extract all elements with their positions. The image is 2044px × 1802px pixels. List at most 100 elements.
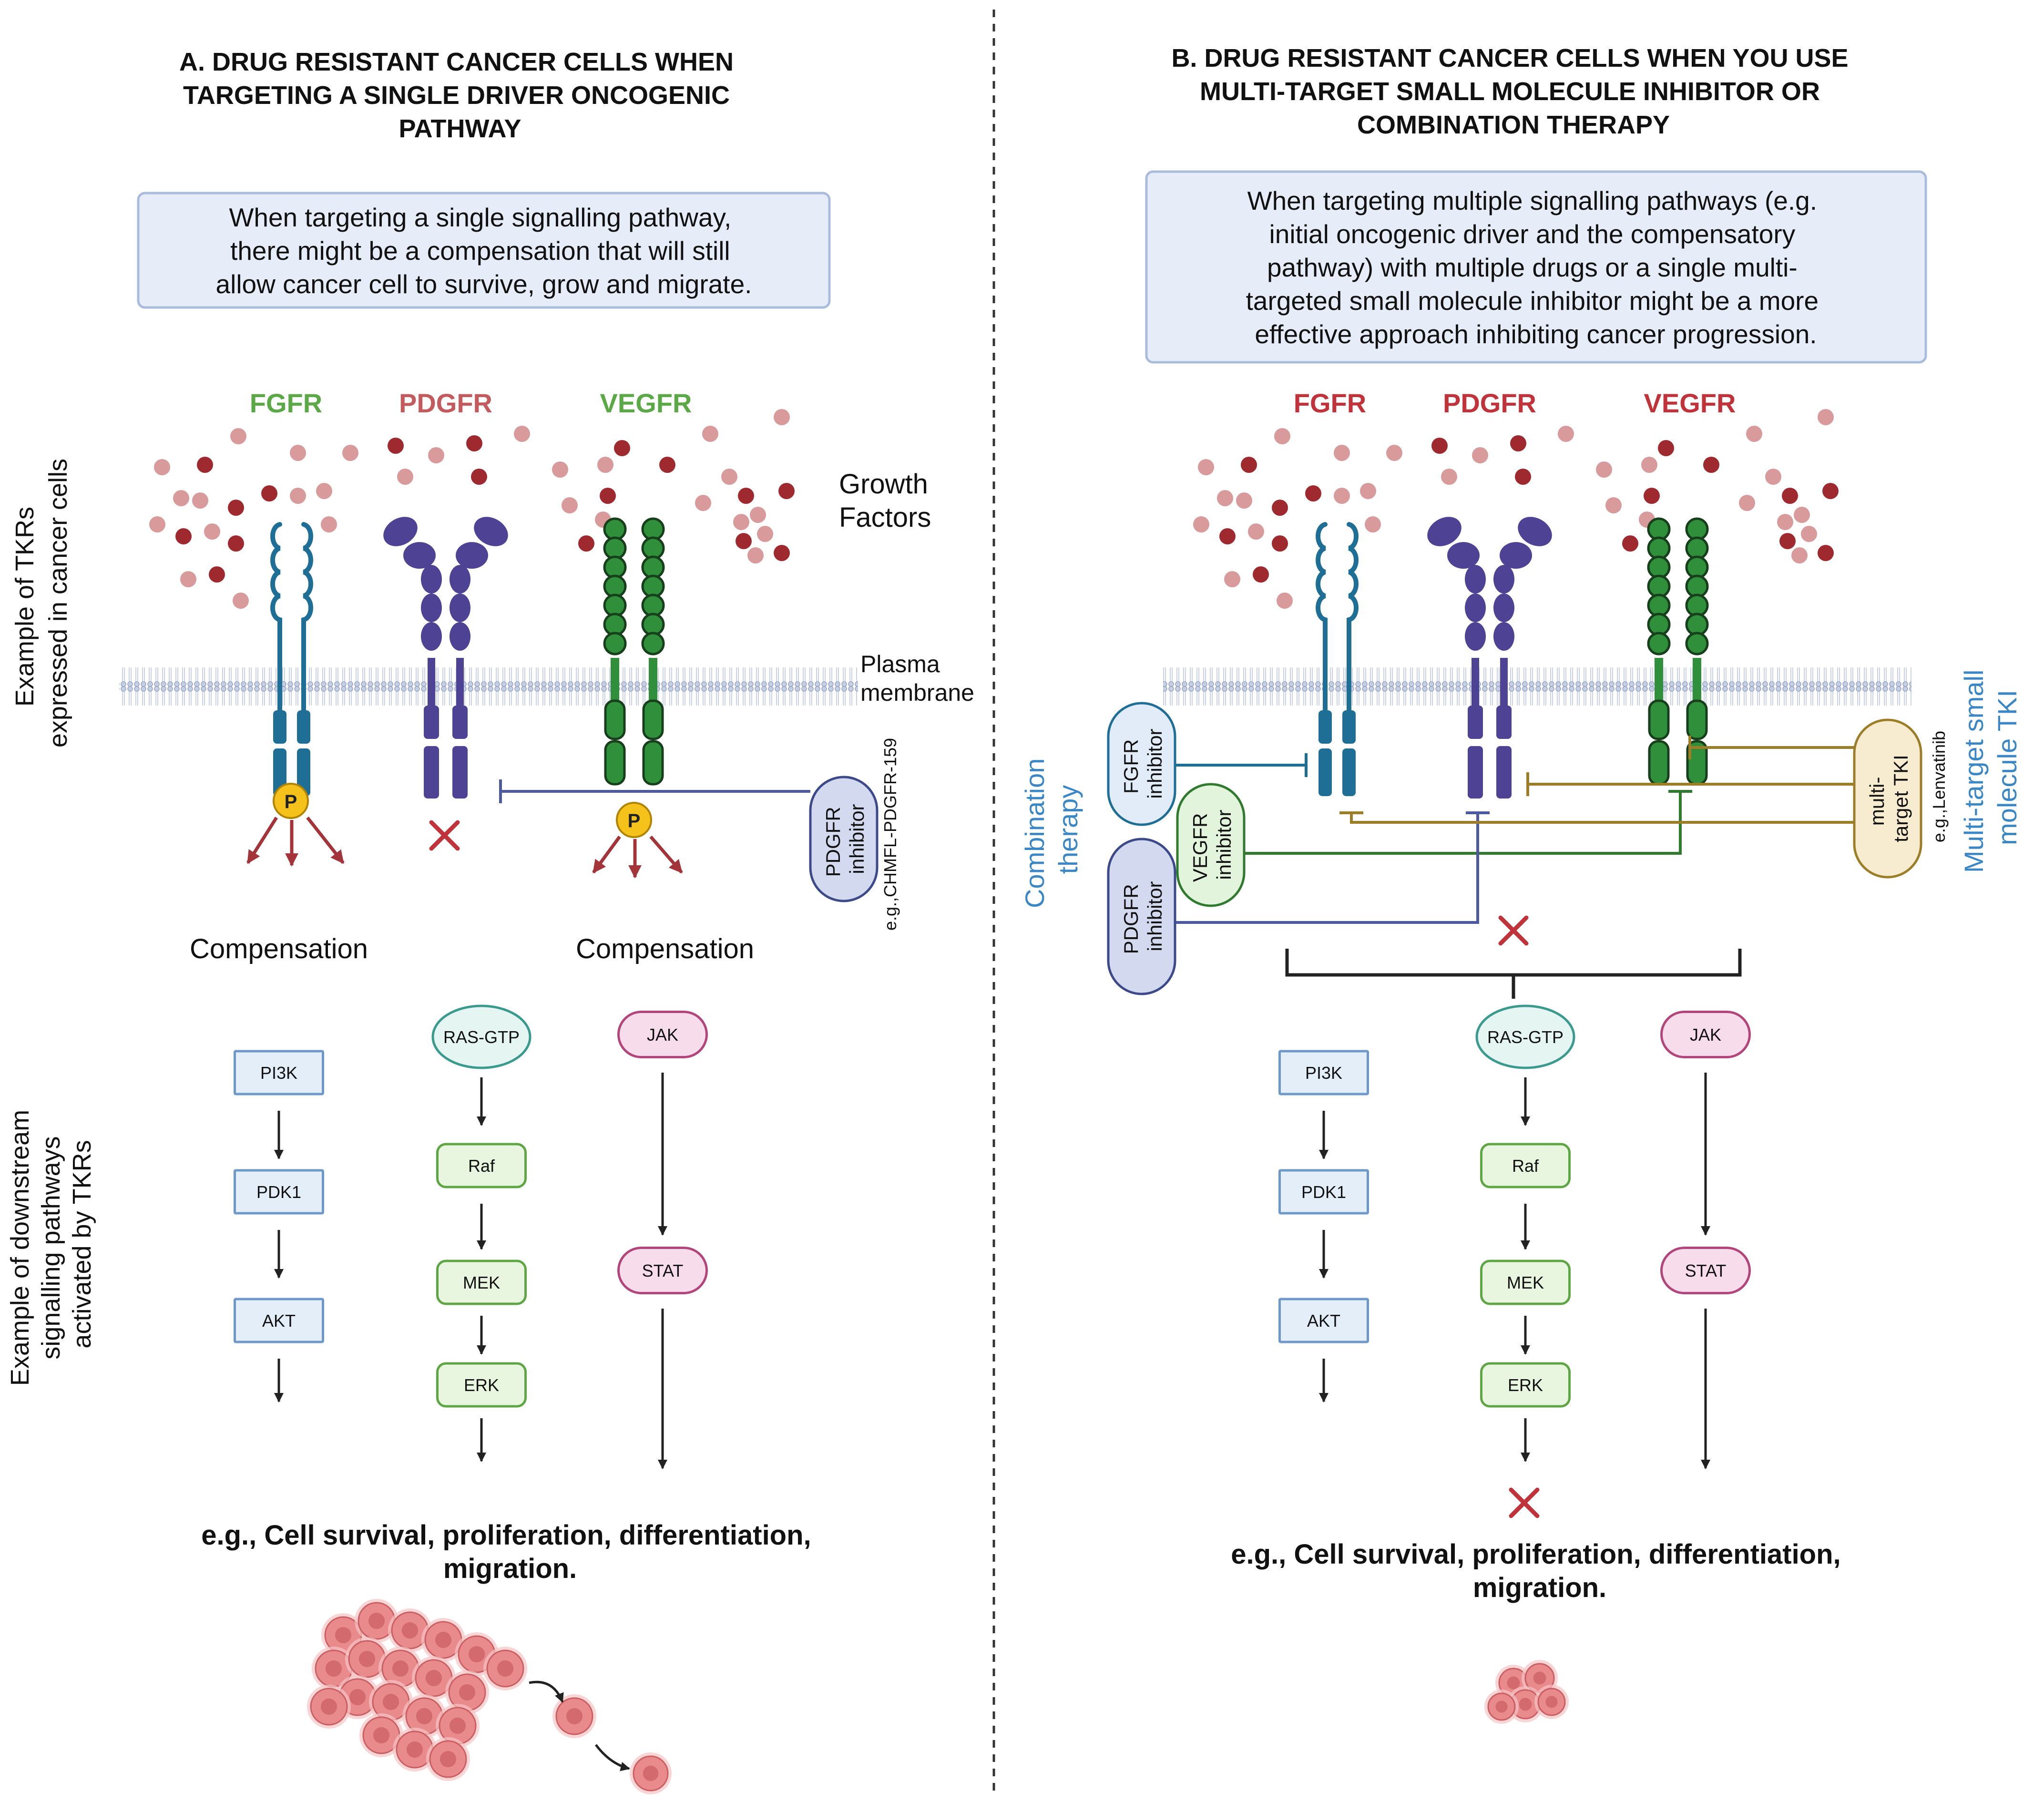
pathway-node-erk <box>436 1362 527 1408</box>
pdgfr-tm <box>456 658 464 720</box>
growth-factor-31 <box>1605 497 1622 513</box>
pathway-node-pdk1-label: PDK1 <box>1301 1182 1346 1202</box>
pathway-node-pdk1 <box>234 1169 324 1215</box>
pdgfr-domain <box>1447 542 1480 569</box>
pathway-node-akt-label: AKT <box>262 1311 296 1331</box>
cell-nucleus-4 <box>468 1646 485 1663</box>
pathway-node-akt <box>234 1298 324 1343</box>
vegfr-kinase <box>1686 699 1708 740</box>
pathway-node-pi3k-label: PI3K <box>1305 1063 1342 1083</box>
multi-tki-pill <box>1853 718 1922 879</box>
fgfr-strand <box>270 522 282 717</box>
growth-factor-33 <box>578 535 594 552</box>
cell-nucleus-1 <box>1533 1671 1546 1685</box>
vegfr-ig-domain <box>1647 536 1671 560</box>
pdgfr-domain <box>1493 622 1514 651</box>
vegfr-ig-domain <box>1647 632 1671 655</box>
growth-factor-30 <box>1746 426 1762 442</box>
receptor-label-fgfr: FGFR <box>250 388 322 418</box>
fgfr-kinase <box>297 748 310 796</box>
pdgfr-kinase <box>1468 746 1483 799</box>
plasma-membrane-label: Plasma membrane <box>860 651 974 706</box>
growth-factor-14 <box>1277 593 1293 609</box>
growth-factor-21 <box>1510 435 1526 451</box>
growth-factor-30 <box>702 426 718 442</box>
cell-nucleus-0 <box>335 1627 352 1644</box>
growth-factor-17 <box>321 516 337 532</box>
growth-factor-15 <box>290 488 306 504</box>
vegfr-ig-domain <box>603 632 627 655</box>
growth-factor-9 <box>1219 528 1236 544</box>
vegfr-ig-domain <box>1685 536 1709 560</box>
growth-factor-42 <box>1822 483 1839 499</box>
growth-factor-44 <box>1818 545 1834 561</box>
pathway-node-mek <box>1480 1259 1571 1305</box>
growth-factor-31 <box>562 497 578 513</box>
cell-nucleus-7 <box>358 1650 376 1668</box>
vegfr-ig-domain <box>641 613 665 636</box>
pdgfr-domain <box>421 622 442 651</box>
vegfr-kinase <box>1648 740 1670 786</box>
growth-factor-16 <box>316 483 332 499</box>
tumor-cluster-small <box>1484 1660 1569 1724</box>
compensation-label-left: Compensation <box>190 933 368 964</box>
svg-text:P: P <box>285 791 297 812</box>
outcome-b: e.g., Cell survival, proliferation, diff… <box>1231 1539 1849 1603</box>
pdgfr-kinase <box>452 746 468 799</box>
receptor-label-fgfr-b: FGFR <box>1294 388 1366 418</box>
cell-nucleus-2 <box>1519 1698 1532 1711</box>
growth-factor-35 <box>721 469 737 485</box>
cell-nucleus-2 <box>401 1622 419 1639</box>
cell-nucleus-3 <box>1545 1696 1558 1708</box>
cell-nucleus-13 <box>416 1708 433 1725</box>
fgfr-kinase <box>273 710 286 744</box>
pdgfr-kinase <box>1496 706 1512 739</box>
receptor-label-vegfr-b: VEGFR <box>1644 388 1736 418</box>
growth-factor-27 <box>1644 488 1660 504</box>
plasma-membrane <box>119 663 858 706</box>
pdgfr-domain <box>474 517 508 546</box>
pdgfr-domain <box>1493 565 1514 594</box>
growth-factor-11 <box>1272 535 1288 552</box>
cell-nucleus-20 <box>643 1765 659 1782</box>
growth-factor-29 <box>1703 457 1719 473</box>
receptors-b <box>1316 517 1709 799</box>
pdgfr-domain <box>1518 517 1552 546</box>
cell-nucleus-1 <box>368 1612 385 1629</box>
plasma-membrane-b <box>1163 663 1911 706</box>
pathway-node-raf <box>436 1143 527 1188</box>
pdgfr-blocked-x <box>429 820 460 851</box>
pdgfr-inhibitor-pill <box>809 776 879 902</box>
growth-factor-21 <box>466 435 482 451</box>
fgfr-kinase <box>273 748 286 796</box>
outcome-blocked-x <box>1509 1487 1540 1518</box>
pathway-node-pi3k-label: PI3K <box>260 1063 297 1083</box>
vegfr-phospho: P <box>592 802 683 879</box>
growth-factor-36 <box>738 488 754 504</box>
growth-factor-28 <box>614 440 630 456</box>
panel-b-title: B. DRUG RESISTANT CANCER CELLS WHEN YOU … <box>1171 44 1855 139</box>
pdgfr-inhibitor-label-b: PDGFR inhibitor <box>1120 879 1166 954</box>
growth-factor-8 <box>1193 516 1209 532</box>
growth-factor-9 <box>175 528 192 544</box>
pdgfr-inhibition-b <box>1168 811 1490 924</box>
growth-factor-25 <box>1596 461 1612 478</box>
growth-factor-7 <box>290 445 306 461</box>
pathway-node-jak-label: JAK <box>1690 1025 1721 1044</box>
pdgfr-kinase <box>1468 706 1483 739</box>
pathway-node-pdk1-label: PDK1 <box>256 1182 301 1202</box>
fgfr-phospho: P <box>246 783 345 867</box>
growth-factor-7 <box>1334 445 1350 461</box>
pathway-node-akt-label: AKT <box>1307 1311 1340 1331</box>
side-label-downstream: Example of downstream signalling pathway… <box>6 1103 96 1386</box>
pdgfr-kinase <box>424 706 439 739</box>
growth-factor-22 <box>1558 426 1574 442</box>
growth-factor-36 <box>1782 488 1798 504</box>
compensation-label-right: Compensation <box>576 933 754 964</box>
growth-factor-43 <box>747 547 764 563</box>
pdgfr-domain <box>450 594 470 622</box>
pathway-node-erk-label: ERK <box>1508 1375 1543 1395</box>
growth-factor-24 <box>471 469 487 485</box>
pathway-node-erk-label: ERK <box>464 1375 499 1395</box>
multi-tki-inhibition <box>1339 736 1857 824</box>
